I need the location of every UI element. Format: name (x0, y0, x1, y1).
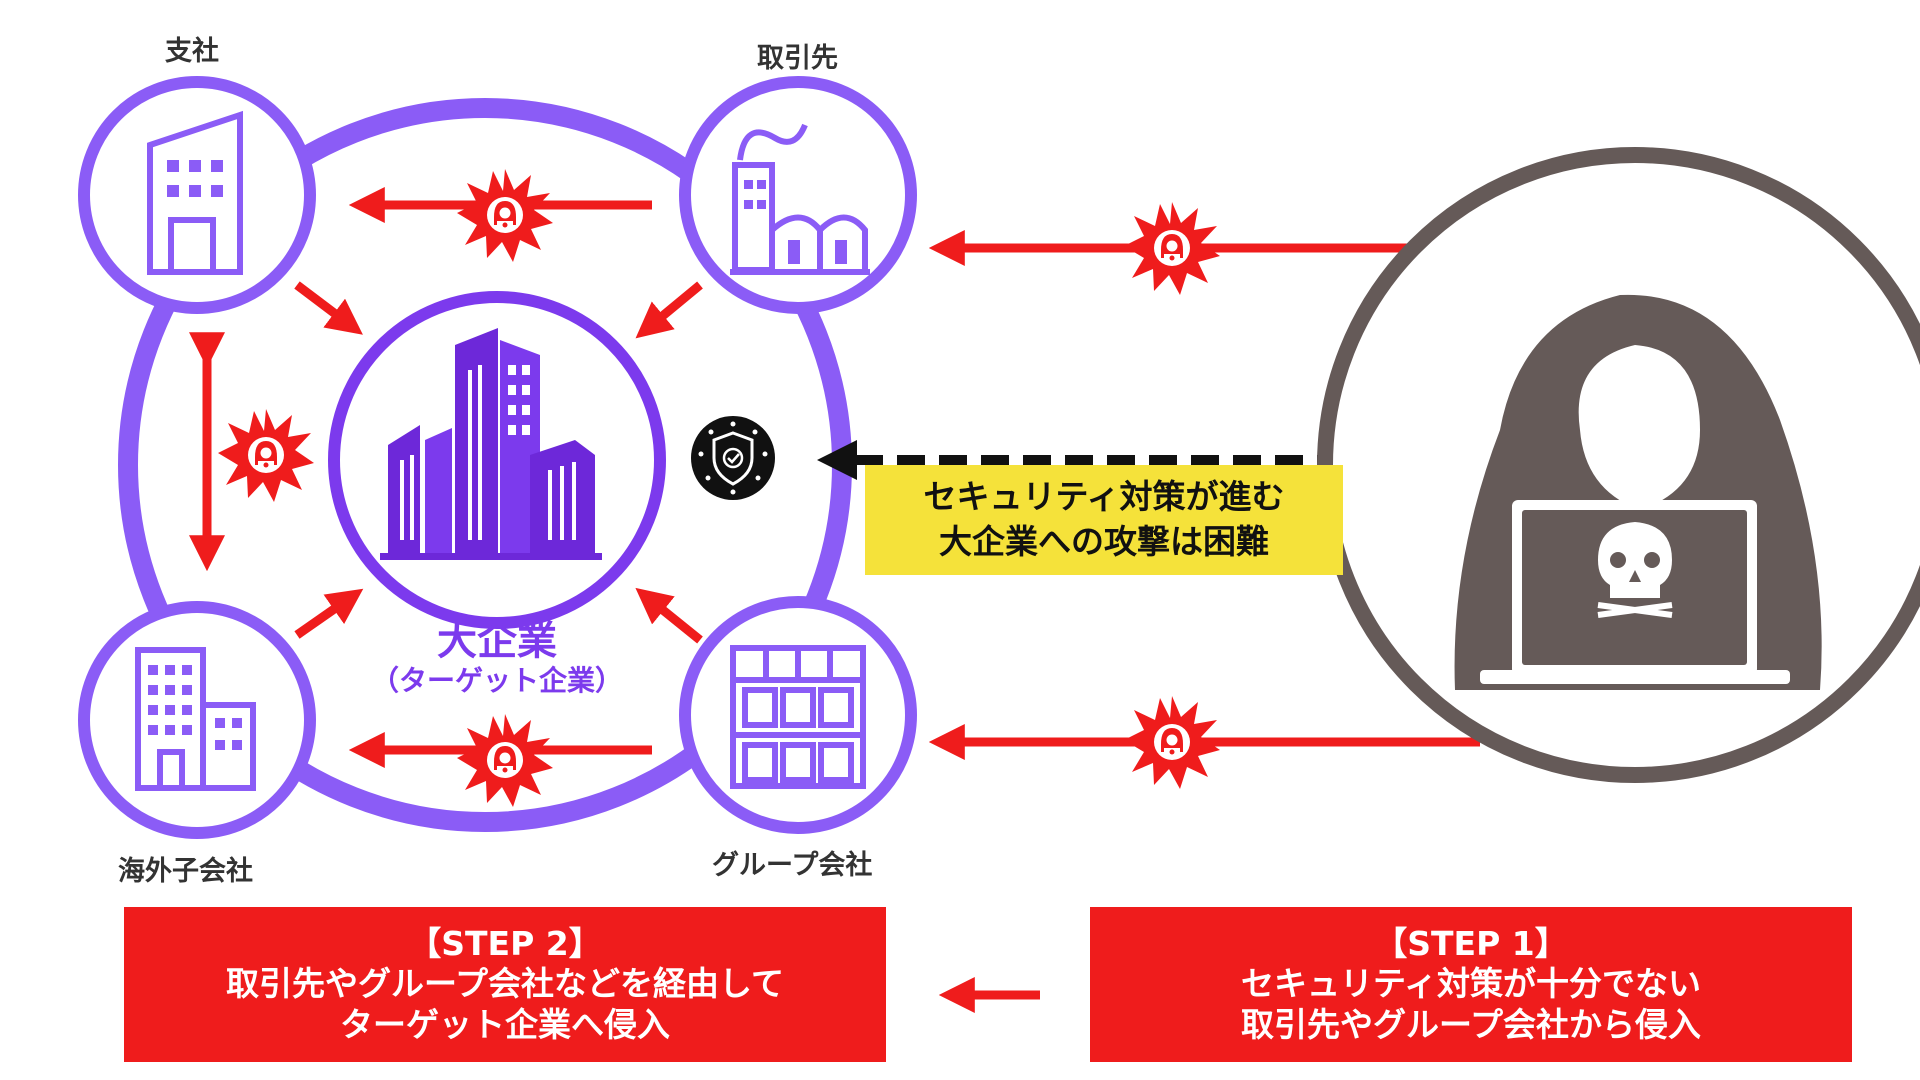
target-title: 大企業 （ターゲット企業） (337, 618, 657, 698)
skyscrapers-icon (380, 328, 602, 560)
label-branch: 支社 (165, 36, 219, 67)
apartment-building-icon (135, 647, 256, 791)
hacker-burst-icon (1124, 696, 1220, 789)
node-overseas (78, 601, 316, 839)
arrow-overseas-to-target (294, 588, 364, 639)
label-partner: 取引先 (757, 43, 838, 74)
defense-note-line1: セキュリティ対策が進む (923, 477, 1285, 517)
arrow-branch-to-target (294, 281, 363, 335)
node-partner (679, 76, 917, 314)
intrusion-arrows (928, 230, 1480, 1013)
step1-line2: 取引先やグループ会社から侵入 (1240, 1004, 1702, 1044)
defense-note-line2: 大企業への攻撃は困難 (939, 522, 1269, 561)
storage-building-icon (730, 645, 866, 789)
arrow-group-to-target (635, 587, 703, 644)
hacker-burst-icon (218, 409, 314, 502)
hacker-burst-icon (457, 714, 553, 807)
skull-icon (1597, 522, 1673, 618)
node-group (679, 596, 917, 834)
step2-line1: 取引先やグループ会社などを経由して (225, 964, 785, 1004)
step2-line2: ターゲット企業へ侵入 (340, 1004, 670, 1044)
office-building-icon (147, 110, 243, 275)
step1-box: 【STEP 1】 セキュリティ対策が十分でない 取引先やグループ会社から侵入 (1090, 907, 1852, 1062)
label-group: グループ会社 (712, 850, 873, 881)
label-overseas: 海外子会社 (118, 856, 253, 887)
node-branch (78, 76, 316, 314)
step2-box: 【STEP 2】 取引先やグループ会社などを経由して ターゲット企業へ侵入 (124, 907, 886, 1062)
target-title-main: 大企業 (437, 618, 557, 664)
step1-heading: 【STEP 1】 (1374, 924, 1568, 964)
node-target-enterprise (328, 291, 666, 629)
security-shield-icon (691, 416, 775, 500)
step1-line1: セキュリティ対策が十分でない (1240, 964, 1702, 1004)
factory-icon (730, 123, 870, 275)
step2-heading: 【STEP 2】 (408, 924, 602, 964)
hacker-figure (1317, 147, 1920, 783)
target-title-sub: （ターゲット企業） (370, 664, 623, 697)
defense-note: セキュリティ対策が進む 大企業への攻撃は困難 (865, 465, 1343, 575)
hacker-burst-icon (457, 169, 553, 262)
arrow-partner-to-target (635, 281, 703, 339)
hacker-burst-icon (1124, 202, 1220, 295)
